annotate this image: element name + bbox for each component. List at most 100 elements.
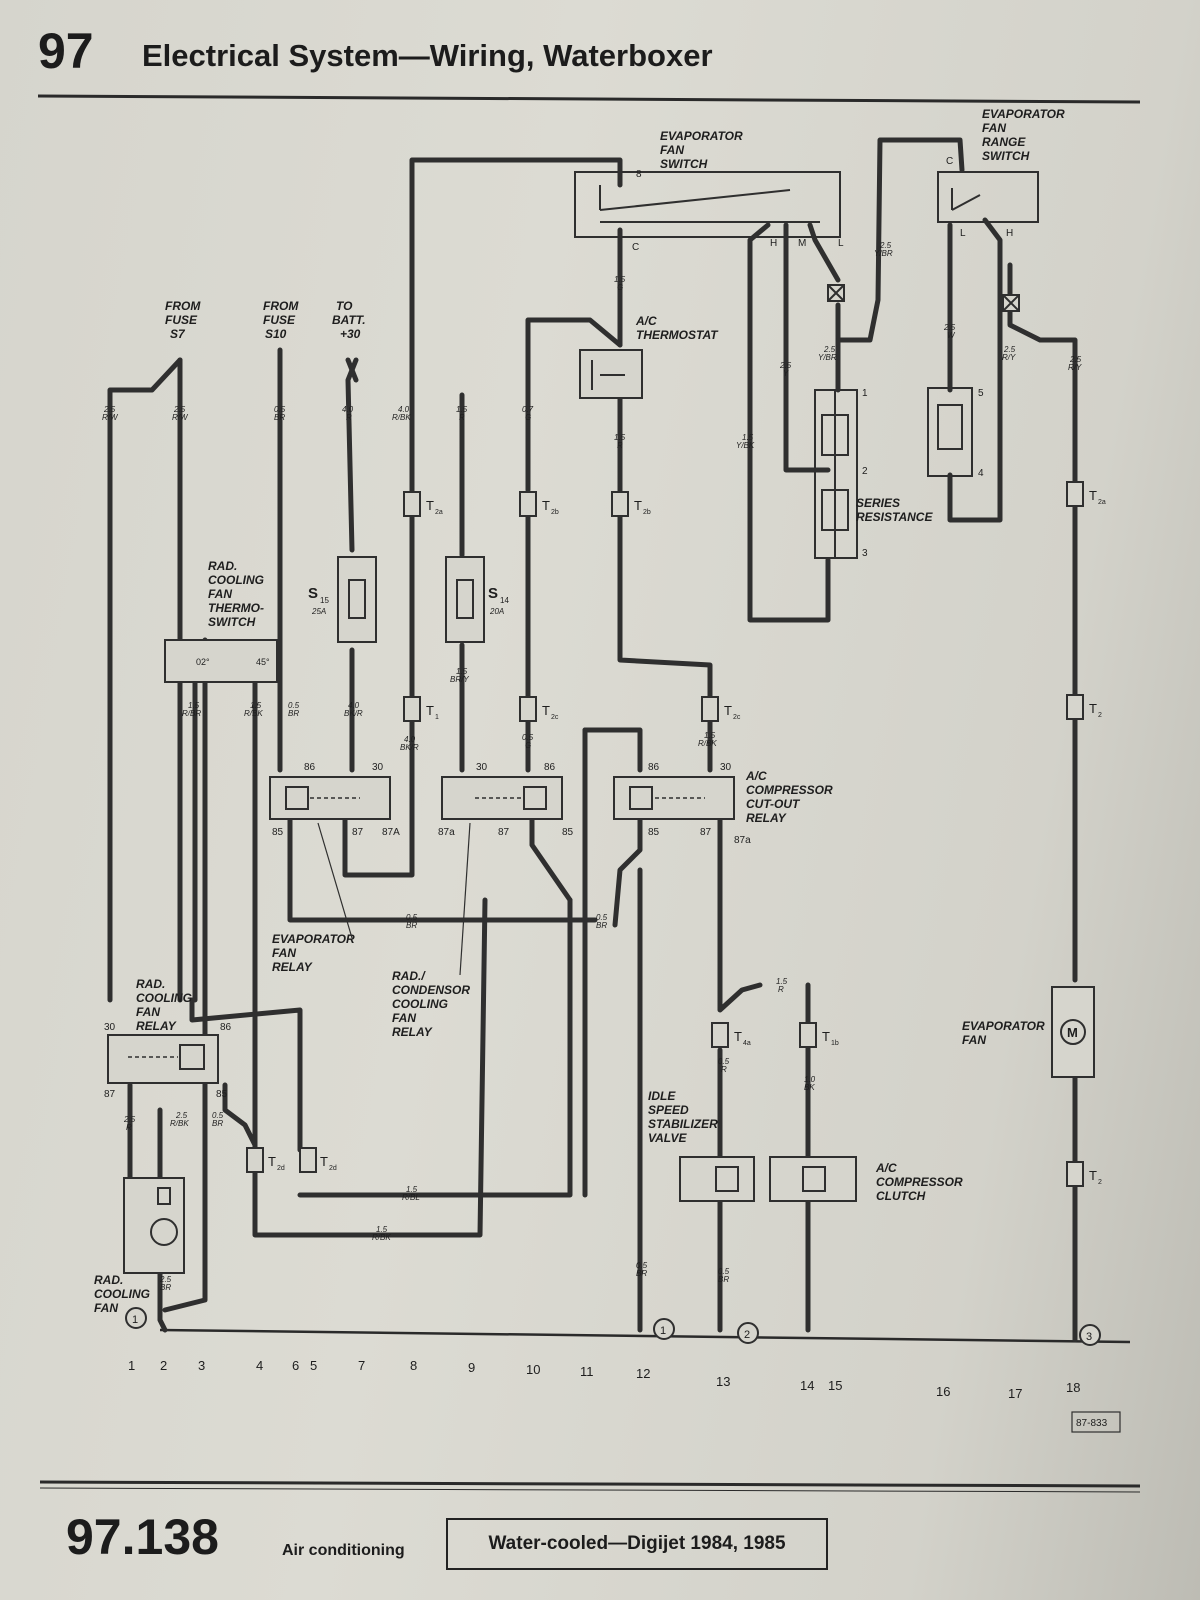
ac-thermostat-box xyxy=(579,349,643,399)
section-label: Air conditioning xyxy=(282,1542,405,1559)
wire-c9b-size: 1.5 xyxy=(456,667,468,676)
wire-ts1-color: R/BR xyxy=(182,709,201,718)
wire-c8b-size: 4.0 xyxy=(404,735,416,744)
ground-circles xyxy=(125,1307,1101,1346)
cutout-relay-label-4: RELAY xyxy=(746,811,787,825)
valve-clutch-boxes xyxy=(679,1156,857,1202)
fuse-s14-sub: 14 xyxy=(500,596,509,605)
footer-rule-thin xyxy=(39,1487,1141,1493)
fuse-s10-label-3: S10 xyxy=(265,327,287,341)
pin-evap-86: 86 xyxy=(304,762,316,773)
col-5: 5 xyxy=(310,1358,317,1373)
idle-valve-label-2: SPEED xyxy=(648,1103,689,1117)
conn-t2b-sub: 2b xyxy=(551,509,559,516)
conn-t1b-sub: 1b xyxy=(831,1040,839,1047)
fuse-s15-name: S xyxy=(308,585,318,602)
evap-relay-label-2: FAN xyxy=(272,946,296,960)
cutout-relay-label-3: CUT-OUT xyxy=(746,797,801,811)
col-1: 1 xyxy=(128,1358,135,1373)
wire-c10b-size: 0.5 xyxy=(522,733,534,742)
wire-ybr-size: 2.5 xyxy=(879,241,892,250)
column-numbers: 1 2 3 4 6 5 7 8 9 10 11 12 13 14 15 16 1… xyxy=(128,1358,1080,1401)
fuse-s14-rating: 20A xyxy=(489,607,504,616)
rad-relay-label-3: FAN xyxy=(136,1005,160,1019)
rad-relay-label-4: RELAY xyxy=(136,1019,177,1033)
conn-t2d2-t: T xyxy=(320,1154,328,1169)
wire-annotations: 2.5 R/W 2.5 R/W 0.5 BR 4.0 R 4.0 R/BK 1.… xyxy=(102,241,1082,1292)
cutout-relay-label-1: A/C xyxy=(745,769,767,783)
pin-evap-87A: 87A xyxy=(382,827,400,838)
wire-fan2-size: 2.5 xyxy=(175,1111,188,1120)
conn-t2b-t: T xyxy=(542,498,550,513)
wire-c10-size: 0.7 xyxy=(522,405,534,414)
wire-c12-size: 1.5 xyxy=(614,275,626,284)
evap-switch-label-2: FAN xyxy=(660,143,684,157)
conn-t2c2-t: T xyxy=(724,703,732,718)
evap-relay-leader xyxy=(317,822,353,939)
thermostat-label-2: THERMOSTAT xyxy=(636,328,719,342)
fuse-s14-name: S xyxy=(488,585,498,602)
wire-c13-size: 1.5 xyxy=(704,731,716,740)
wire-ybk-size: 1.5 xyxy=(742,433,754,442)
wire-c13d-color: BR xyxy=(718,1275,729,1284)
idle-valve-label-1: IDLE xyxy=(648,1089,676,1103)
col-4: 4 xyxy=(256,1358,263,1373)
pin-cond-86: 86 xyxy=(544,762,556,773)
pin-cut-87: 87 xyxy=(700,827,712,838)
pin-evap-85: 85 xyxy=(272,827,284,838)
pin-cut-86: 86 xyxy=(648,762,660,773)
wire-br-bus-color: BR xyxy=(406,921,417,930)
page-ref: 97.138 xyxy=(66,1509,219,1565)
wire-c4b-size: 0.5 xyxy=(288,701,300,710)
idle-valve-label-3: STABILIZER xyxy=(648,1117,718,1131)
wire-fan3-size: 0.5 xyxy=(212,1111,224,1120)
pin-rad-30: 30 xyxy=(104,1022,116,1033)
ground-2: 2 xyxy=(744,1329,750,1341)
thermoswitch-temp-low: 02° xyxy=(196,657,210,667)
figure-ref-box xyxy=(1071,1411,1121,1433)
condensor-relay-label-5: RELAY xyxy=(392,1025,433,1039)
pin-res-1: 1 xyxy=(862,388,868,399)
col-6: 6 xyxy=(292,1358,299,1373)
pin-rad-87: 87 xyxy=(104,1089,116,1100)
condensor-relay-label-4: FAN xyxy=(392,1011,416,1025)
conn-t4a-t: T xyxy=(734,1029,742,1044)
resistor-markers xyxy=(827,284,1020,312)
ground-bus xyxy=(159,1328,1131,1344)
col-13: 13 xyxy=(716,1374,730,1389)
evap-relay-label-3: RELAY xyxy=(272,960,313,974)
wire-c12c-size: 0.5 xyxy=(636,1261,648,1270)
pin-range-c: C xyxy=(946,156,953,167)
ground-1a: 1 xyxy=(132,1314,138,1326)
page-title: Electrical System—Wiring, Waterboxer xyxy=(142,38,713,73)
fuse-s7-label-3: S7 xyxy=(170,327,186,341)
conn-t2d2-sub: 2d xyxy=(329,1165,337,1172)
pin-switch-m: M xyxy=(798,238,806,249)
conn-t2b3-sub: 2 xyxy=(1098,1179,1102,1186)
pin-rad-86: 86 xyxy=(220,1022,232,1033)
evap-relay-label-1: EVAPORATOR xyxy=(272,932,355,946)
wire-c4-size: 0.5 xyxy=(274,405,286,414)
condensor-relay-label-1: RAD./ xyxy=(392,969,426,983)
wire-c13b-size: 1.5 xyxy=(776,977,788,986)
wire-w-color: W xyxy=(947,331,956,340)
ground-1b: 1 xyxy=(660,1325,666,1337)
wire-c9-size: 1.5 xyxy=(456,405,468,414)
pin-cond-87a: 87a xyxy=(438,827,455,838)
pin-evap-30: 30 xyxy=(372,762,384,773)
wire-br-bus-size: 0.5 xyxy=(406,913,418,922)
wire-c12b-color: R xyxy=(617,441,623,450)
wire-c13c-size: 0.5 xyxy=(718,1057,730,1066)
pin-switch-l: L xyxy=(838,238,844,249)
condensor-relay-label-3: COOLING xyxy=(392,997,448,1011)
wire-rbk-color: R/BK xyxy=(372,1233,391,1242)
pin-switch-8: 8 xyxy=(636,169,642,180)
figure-ref: 87-833 xyxy=(1076,1418,1108,1429)
pin-cond-85: 85 xyxy=(562,827,574,838)
wire-c12b-size: 1.5 xyxy=(614,433,626,442)
model-box: Water-cooled—Digijet 1984, 1985 xyxy=(446,1518,828,1570)
pin-res-3: 3 xyxy=(862,548,868,559)
range-switch-label-3: RANGE xyxy=(982,135,1026,149)
pin-evap-87: 87 xyxy=(352,827,364,838)
